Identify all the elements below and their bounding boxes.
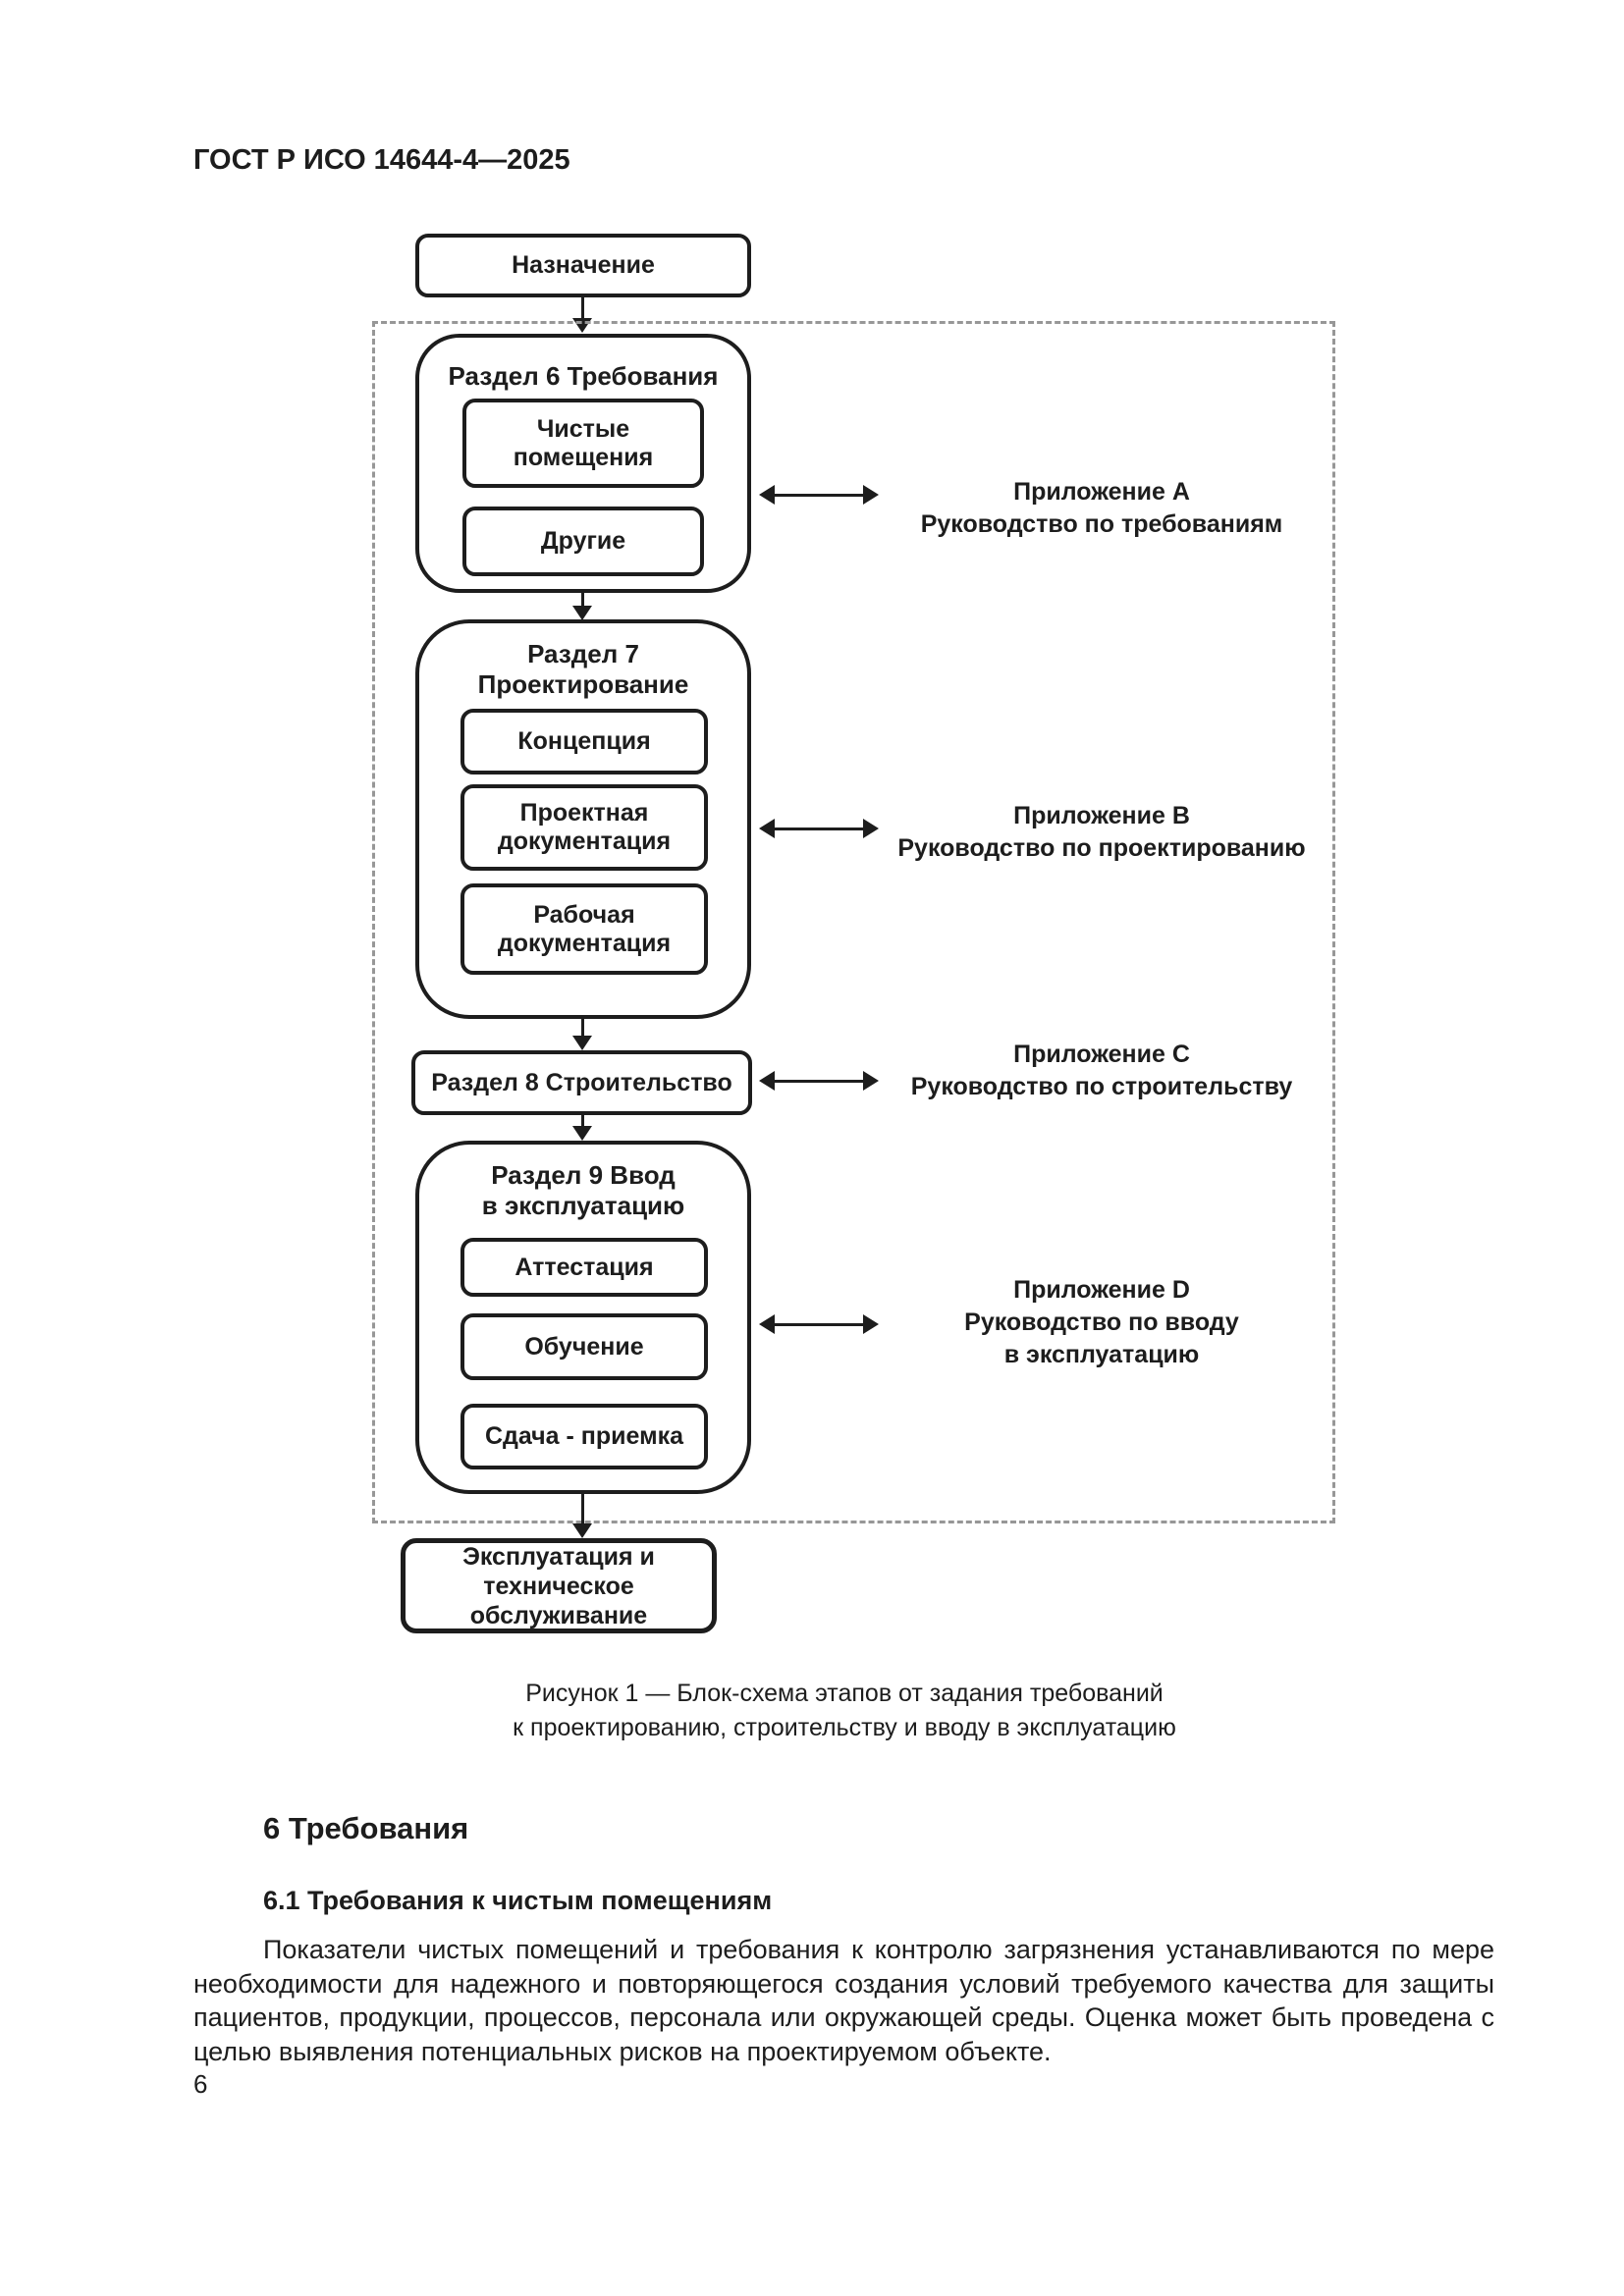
flow-section-razdel-7: Раздел 7 Проектирование Концепция Проект… <box>415 619 751 1019</box>
section-9-title: Раздел 9 Ввод в эксплуатацию <box>481 1160 685 1220</box>
down-arrow-2 <box>572 593 592 620</box>
section-7-title: Раздел 7 Проектирование <box>477 639 689 699</box>
flow-box-clean-rooms: Чистые помещения <box>462 399 704 488</box>
double-arrow-annex-d <box>759 1314 879 1334</box>
flow-box-start: Назначение <box>415 234 751 297</box>
annex-b-label: Приложение B Руководство по проектирован… <box>897 802 1306 862</box>
annex-a-label: Приложение A Руководство по требованиям <box>920 478 1283 538</box>
down-arrow-4 <box>572 1115 592 1141</box>
body-paragraph: Показатели чистых помещений и требования… <box>193 1935 1494 2066</box>
dashed-scope-region <box>372 321 1335 1523</box>
flow-section-razdel-8: Раздел 8 Строительство <box>411 1050 752 1115</box>
flow-box-training: Обучение <box>460 1313 708 1380</box>
page-number: 6 <box>193 2069 208 2099</box>
double-arrow-annex-b <box>759 819 879 838</box>
flow-box-working-documentation: Рабочая документация <box>460 883 708 975</box>
subsection-heading: 6.1 Требования к чистым помещениям <box>263 1886 773 1915</box>
down-arrow-5 <box>572 1494 592 1538</box>
flow-box-qualification: Аттестация <box>460 1238 708 1297</box>
flow-box-handover: Сдача - приемка <box>460 1404 708 1469</box>
annex-c-label: Приложение C Руководство по строительств… <box>910 1041 1293 1100</box>
flow-box-design-documentation: Проектная документация <box>460 784 708 871</box>
flow-box-other: Другие <box>462 507 704 576</box>
section-heading: 6 Требования <box>263 1811 469 1845</box>
annex-d-label: Приложение D Руководство по вводу в эксп… <box>964 1276 1239 1368</box>
flow-section-razdel-9: Раздел 9 Ввод в эксплуатацию Аттестация … <box>415 1141 751 1494</box>
flow-section-razdel-6: Раздел 6 Требования Чистые помещения Дру… <box>415 334 751 593</box>
document-code: ГОСТ Р ИСО 14644-4—2025 <box>193 144 570 176</box>
section-6-title: Раздел 6 Требования <box>448 361 719 391</box>
flow-box-concept: Концепция <box>460 709 708 774</box>
double-arrow-annex-a <box>759 485 879 505</box>
double-arrow-annex-c <box>759 1071 879 1091</box>
figure-caption: Рисунок 1 — Блок-схема этапов от задания… <box>513 1680 1176 1741</box>
down-arrow-1 <box>572 297 592 333</box>
flow-box-operation-maintenance: Эксплуатация и техническое обслуживание <box>401 1538 717 1633</box>
down-arrow-3 <box>572 1019 592 1050</box>
